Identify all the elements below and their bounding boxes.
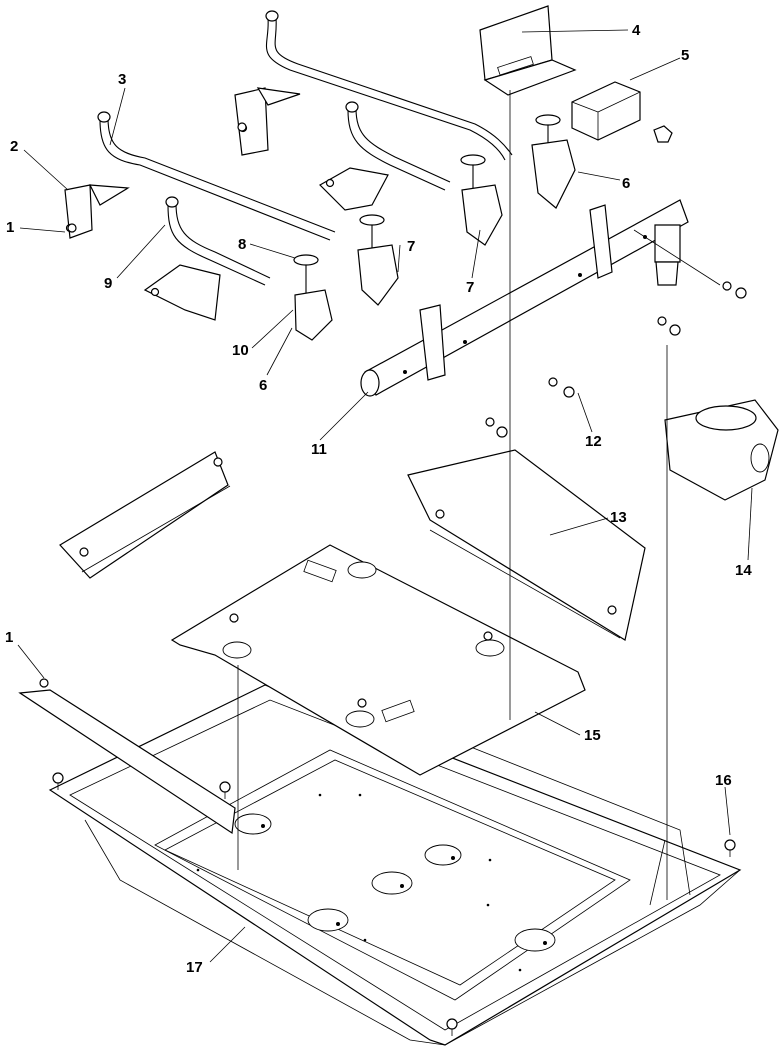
switch-block-5 bbox=[571, 81, 673, 143]
callout-8: 8 bbox=[238, 236, 246, 253]
screw-icon bbox=[52, 772, 736, 1036]
callout-7a: 7 bbox=[407, 238, 415, 255]
burner-valve-icon bbox=[293, 114, 576, 341]
front-deflector bbox=[18, 678, 236, 835]
callout-1b: 1 bbox=[5, 629, 13, 646]
callout-10: 10 bbox=[232, 342, 249, 359]
callout-3: 3 bbox=[118, 71, 126, 88]
spreader-plate-15 bbox=[170, 544, 586, 776]
tube-bracket-2 bbox=[64, 87, 389, 321]
callout-6b: 6 bbox=[259, 377, 267, 394]
manifold-pipe-11 bbox=[360, 199, 689, 397]
pressure-regulator-14 bbox=[664, 399, 779, 501]
callout-4: 4 bbox=[632, 22, 641, 39]
leader-lines bbox=[17, 29, 753, 963]
callout-13: 13 bbox=[610, 509, 627, 526]
callout-11: 11 bbox=[311, 441, 327, 458]
callout-5: 5 bbox=[681, 47, 689, 64]
callout-6a: 6 bbox=[622, 175, 630, 192]
mounting-bracket-4 bbox=[479, 5, 577, 96]
left-side-bracket bbox=[59, 451, 231, 579]
gas-tubes bbox=[97, 10, 513, 286]
fastener-icon bbox=[67, 122, 747, 438]
callout-12: 12 bbox=[585, 433, 602, 450]
callout-1a: 1 bbox=[6, 219, 14, 236]
callout-9: 9 bbox=[104, 275, 112, 292]
right-side-bracket-13 bbox=[407, 449, 646, 641]
callout-7b: 7 bbox=[466, 279, 474, 296]
callout-2: 2 bbox=[10, 138, 18, 155]
assembly-lines bbox=[237, 90, 721, 900]
callout-17: 17 bbox=[186, 959, 203, 976]
callout-16: 16 bbox=[715, 772, 732, 789]
callout-15: 15 bbox=[584, 727, 601, 744]
burner-box-17 bbox=[48, 684, 742, 1046]
callout-14: 14 bbox=[735, 562, 752, 579]
